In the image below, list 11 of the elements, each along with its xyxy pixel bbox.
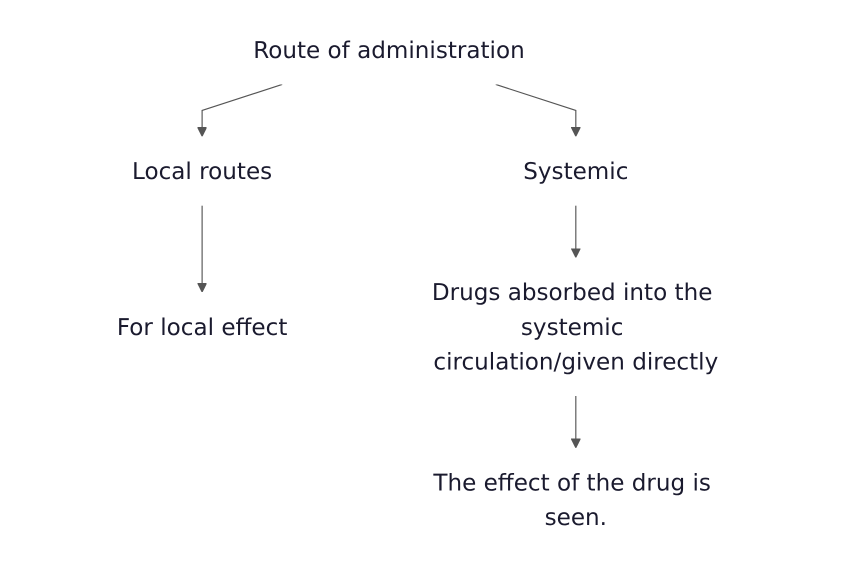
node-text: Systemic xyxy=(522,157,628,185)
arrow xyxy=(570,396,581,448)
node-text: Local routes xyxy=(132,157,272,185)
arrow xyxy=(495,84,581,137)
node-text: The effect of the drug is seen. xyxy=(433,468,711,531)
arrow xyxy=(196,84,282,137)
node-text: Drugs absorbed into the systemic circulation/given directly xyxy=(432,278,718,376)
node-text: For local effect xyxy=(116,312,288,341)
node-text: Route of administration xyxy=(252,36,524,64)
arrow xyxy=(196,206,207,293)
arrow xyxy=(570,206,581,258)
